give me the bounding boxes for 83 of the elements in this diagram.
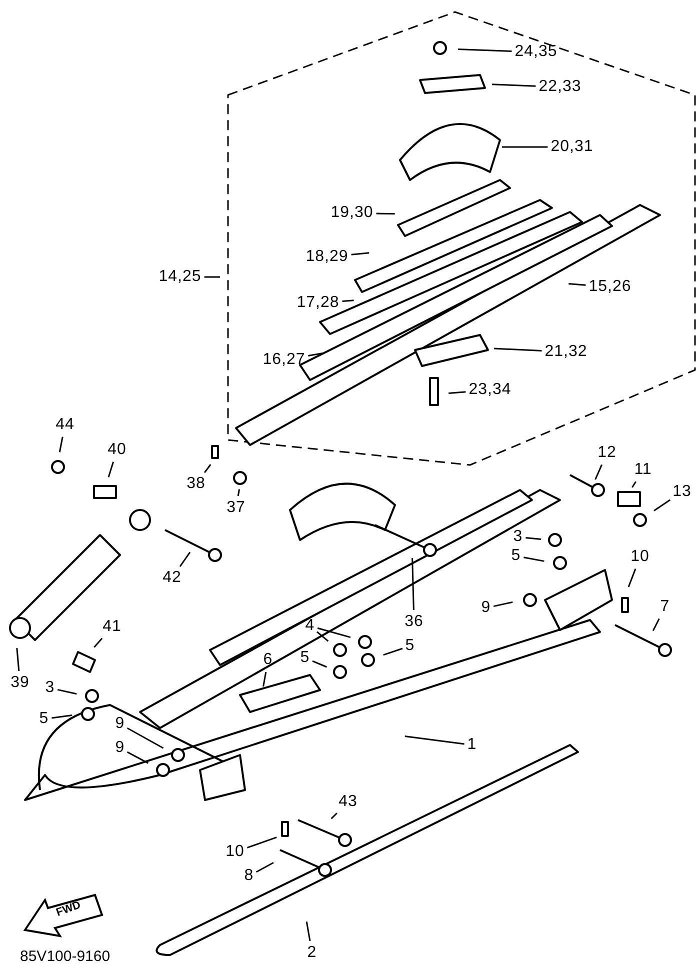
leader-line xyxy=(52,714,72,719)
callout-number: 22,33 xyxy=(538,78,582,96)
callout-number: 44 xyxy=(56,416,74,434)
leader-line xyxy=(632,481,636,488)
leader-line xyxy=(237,489,240,496)
callout-number: 41 xyxy=(102,618,122,636)
callout-number: 5 xyxy=(405,637,415,655)
leader-line xyxy=(16,648,20,672)
leader-line xyxy=(492,84,536,87)
callout-number: 17,28 xyxy=(296,294,340,312)
callout-number: 36 xyxy=(404,613,424,631)
leader-line xyxy=(57,688,77,695)
callout-number: 13 xyxy=(672,483,692,501)
leader-line xyxy=(317,627,351,638)
callout-number: 24,35 xyxy=(514,43,558,61)
leader-line xyxy=(412,558,414,610)
leader-line xyxy=(308,352,323,357)
leader-line xyxy=(256,862,274,873)
callout-number: 18,29 xyxy=(306,248,348,266)
leader-line xyxy=(204,276,220,278)
leader-line xyxy=(654,499,671,512)
leader-line xyxy=(524,556,544,562)
callout-number: 9 xyxy=(115,715,125,733)
callout-number: 11 xyxy=(634,461,652,479)
callout-number: 23,34 xyxy=(468,381,512,399)
callout-number: 40 xyxy=(108,441,126,459)
callout-number: 4 xyxy=(305,617,315,635)
direction-label: FWD xyxy=(54,899,82,919)
callout-number: 3 xyxy=(513,528,523,546)
leader-line xyxy=(108,462,114,478)
leader-line xyxy=(448,391,466,394)
callout-number: 9 xyxy=(115,739,125,757)
leader-line xyxy=(494,348,542,352)
leader-line xyxy=(652,618,660,632)
callout-number: 20,31 xyxy=(550,138,594,156)
callout-number: 3 xyxy=(45,679,55,697)
callout-number: 2 xyxy=(307,944,317,962)
part-number: 85V100-9160 xyxy=(20,948,110,965)
callout-number: 12 xyxy=(598,444,616,462)
callout-number: 42 xyxy=(162,569,182,587)
leader-line xyxy=(568,282,586,286)
leader-line xyxy=(342,300,354,302)
leader-line xyxy=(246,836,277,848)
callout-number: 15,26 xyxy=(588,278,632,296)
callout-number: 8 xyxy=(244,867,254,885)
leader-line xyxy=(312,660,327,668)
callout-number: 9 xyxy=(481,599,491,617)
callout-number: 5 xyxy=(39,710,49,728)
callout-number: 7 xyxy=(660,598,670,616)
callout-number: 5 xyxy=(300,649,310,667)
leader-line xyxy=(493,601,513,608)
callout-number: 5 xyxy=(511,547,521,565)
leader-line xyxy=(126,727,164,749)
leader-line xyxy=(306,921,311,942)
leader-line xyxy=(594,464,602,480)
callout-number: 37 xyxy=(226,499,246,517)
leader-line xyxy=(179,552,191,567)
callout-number: 1 xyxy=(467,736,477,754)
callout-number: 6 xyxy=(263,651,273,669)
callout-number: 10 xyxy=(226,843,244,861)
callout-number: 21,32 xyxy=(544,343,588,361)
leader-line xyxy=(204,464,212,474)
leader-line xyxy=(458,48,512,52)
leader-line xyxy=(94,638,103,648)
leader-line xyxy=(526,536,542,540)
callout-number: 39 xyxy=(10,674,30,692)
leader-line xyxy=(376,212,395,215)
callout-number: 16,27 xyxy=(262,351,306,369)
leader-line xyxy=(628,568,636,588)
leader-line xyxy=(126,751,149,764)
leader-line xyxy=(262,672,267,687)
leader-line xyxy=(58,436,64,452)
leader-line xyxy=(351,252,370,256)
callout-number: 14,25 xyxy=(158,268,202,286)
leader-line xyxy=(404,736,464,745)
leader-line xyxy=(383,648,403,656)
leader-line xyxy=(502,146,548,148)
callout-number: 10 xyxy=(630,548,650,566)
leader-line xyxy=(330,812,338,820)
callout-number: 43 xyxy=(338,793,358,811)
leader-line xyxy=(316,631,329,642)
callout-number: 19,30 xyxy=(330,204,374,222)
callout-number: 38 xyxy=(186,475,206,493)
